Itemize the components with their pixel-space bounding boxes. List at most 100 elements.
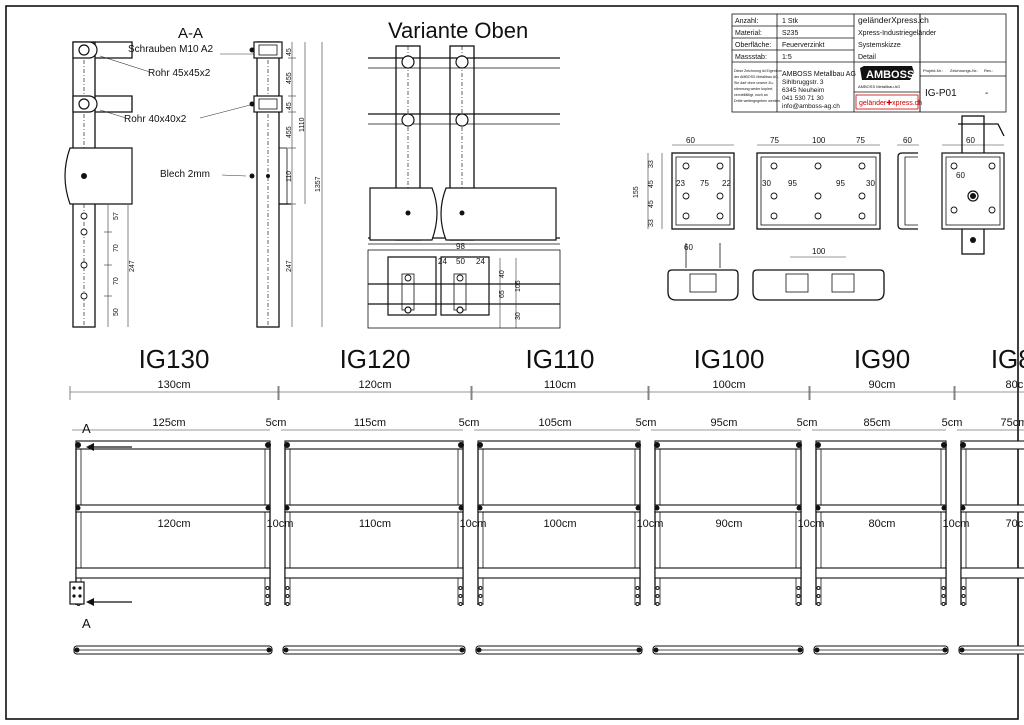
tb-disclaimer-3: stimmung weder kopiert, bbox=[734, 87, 773, 91]
railing-title-2: IG110 bbox=[526, 344, 595, 374]
top-rail-4 bbox=[815, 440, 947, 450]
post-hole-r-0-1 bbox=[265, 594, 270, 598]
tb-value-2: Feuerverzinkt bbox=[782, 42, 824, 49]
railing-post-dim-2: 5cm bbox=[636, 417, 657, 429]
railing-post-dim-4: 5cm bbox=[942, 417, 963, 429]
mid-rail-2 bbox=[477, 504, 641, 513]
railing-inner-3: 90cm bbox=[716, 518, 743, 530]
plan-end-r-3 bbox=[797, 647, 803, 653]
title-block: Anzahl: 1 Stk Material: S235 Oberfläche:… bbox=[731, 13, 1007, 113]
toe-board-0 bbox=[75, 567, 271, 579]
post-hole-l-3-2 bbox=[655, 602, 660, 606]
post-hole-l-1-0 bbox=[285, 586, 290, 590]
foot2-dim: 100 bbox=[812, 247, 826, 256]
tb-project-2: Systemskizze bbox=[858, 42, 901, 49]
tb-company-1: Sihlbruggstr. 3 bbox=[782, 79, 824, 86]
plate1-side-4: 33 bbox=[648, 219, 655, 227]
post-hole-l-2-1 bbox=[478, 594, 483, 598]
plate1-top: 60 bbox=[686, 136, 695, 145]
tb-disclaimer-2: Sie darf ohne unsere Zu- bbox=[734, 81, 775, 85]
railing-inner-4: 80cm bbox=[869, 518, 896, 530]
joint-ml-2 bbox=[477, 505, 483, 511]
railing-title-3: IG100 bbox=[694, 344, 765, 374]
toe-board-3 bbox=[654, 567, 802, 579]
plate1-side-2: 155 bbox=[633, 186, 640, 198]
tb-head-2: Rev.: bbox=[984, 68, 993, 73]
tb-project-0: geländerXpress.ch bbox=[858, 15, 929, 25]
joint-tl-1 bbox=[284, 442, 290, 448]
joint-tr-2 bbox=[635, 442, 641, 448]
toe-board-2 bbox=[477, 567, 641, 579]
plate2-inner-1: 95 bbox=[788, 179, 797, 188]
top-rail-2 bbox=[477, 440, 641, 450]
railing-gap-3: 10cm bbox=[798, 518, 825, 530]
railing-total-1: 120cm bbox=[358, 379, 391, 391]
railing-total-5: 80cm bbox=[1006, 379, 1024, 391]
joint-tr-0 bbox=[265, 442, 271, 448]
logo-url: geländer✚xpress.ch bbox=[859, 99, 922, 107]
variant-dim-5: 65 bbox=[499, 290, 506, 298]
plate1-side-1: 45 bbox=[648, 180, 655, 188]
mid-rail-1 bbox=[284, 504, 464, 513]
plan-end-l-0 bbox=[74, 647, 80, 653]
joint-tl-4 bbox=[815, 442, 821, 448]
joint-mr-1 bbox=[458, 505, 464, 511]
railing-gap-0: 10cm bbox=[267, 518, 294, 530]
post-hole-r-3-0 bbox=[796, 586, 801, 590]
joint-tl-0 bbox=[75, 442, 81, 448]
railing-span-1: 115cm bbox=[354, 417, 386, 429]
post-hole-r-1-2 bbox=[458, 602, 463, 606]
toe-board-5 bbox=[960, 567, 1024, 579]
variant-dim-6: 105 bbox=[515, 280, 522, 292]
tb-value-1: S235 bbox=[782, 30, 798, 37]
section-marker-bottom: A bbox=[82, 616, 91, 631]
total-dim-1: 1357 bbox=[315, 176, 322, 192]
foot1-dim: 60 bbox=[684, 243, 693, 252]
plate1-side-3: 45 bbox=[648, 200, 655, 208]
railing-total-2: 110cm bbox=[544, 379, 576, 391]
mid-rail-4 bbox=[815, 504, 947, 513]
plate2-top-0: 75 bbox=[770, 136, 779, 145]
tb-label-0: Anzahl: bbox=[735, 18, 758, 25]
right-dim-3: 455 bbox=[286, 126, 293, 138]
joint-ml-0 bbox=[75, 505, 81, 511]
plan-end-l-5 bbox=[959, 647, 965, 653]
section-marker-group: A A bbox=[69, 421, 132, 631]
label-sheet: Blech 2mm bbox=[160, 169, 210, 180]
toe-board-4 bbox=[815, 567, 947, 579]
tb-disclaimer-5: Dritte weitergegeben werden. bbox=[734, 99, 781, 103]
tb-head-1: Zeichnungs-Nr.: bbox=[950, 68, 978, 73]
joint-mr-4 bbox=[941, 505, 947, 511]
railing-inner-1: 110cm bbox=[359, 518, 391, 530]
top-rail-5 bbox=[960, 440, 1024, 450]
post-hole-l-3-1 bbox=[655, 594, 660, 598]
post-hole-l-5-0 bbox=[961, 586, 966, 590]
railing-title-1: IG120 bbox=[340, 344, 411, 374]
variant-dim-0: 98 bbox=[456, 242, 465, 251]
plan-end-r-2 bbox=[636, 647, 642, 653]
joint-ml-3 bbox=[654, 505, 660, 511]
tb-company-3: 041 530 71 30 bbox=[782, 95, 824, 102]
post-hole-l-1-1 bbox=[285, 594, 290, 598]
sheet-frame bbox=[5, 5, 1019, 720]
post-hole-r-0-2 bbox=[265, 602, 270, 606]
tb-label-1: Material: bbox=[735, 30, 762, 37]
top-rail-1 bbox=[284, 440, 464, 450]
variant-dim-1: 24 bbox=[438, 257, 447, 266]
plan-end-l-1 bbox=[283, 647, 289, 653]
left-dim-2: 247 bbox=[129, 260, 136, 272]
variant-dim-3: 24 bbox=[476, 257, 485, 266]
joint-ml-4 bbox=[815, 505, 821, 511]
toe-board-1 bbox=[284, 567, 464, 579]
post-hole-r-1-0 bbox=[458, 586, 463, 590]
joint-mr-3 bbox=[796, 505, 802, 511]
railing-total-4: 90cm bbox=[869, 379, 896, 391]
joint-mr-0 bbox=[265, 505, 271, 511]
post-hole-r-2-0 bbox=[635, 586, 640, 590]
label-screws: Schrauben M10 A2 bbox=[128, 44, 213, 55]
plate2-inner-0: 30 bbox=[762, 179, 771, 188]
railing-post-dim-3: 5cm bbox=[797, 417, 818, 429]
tb-disclaimer-1: der AMBOSS Metallbau AG. bbox=[734, 75, 779, 79]
